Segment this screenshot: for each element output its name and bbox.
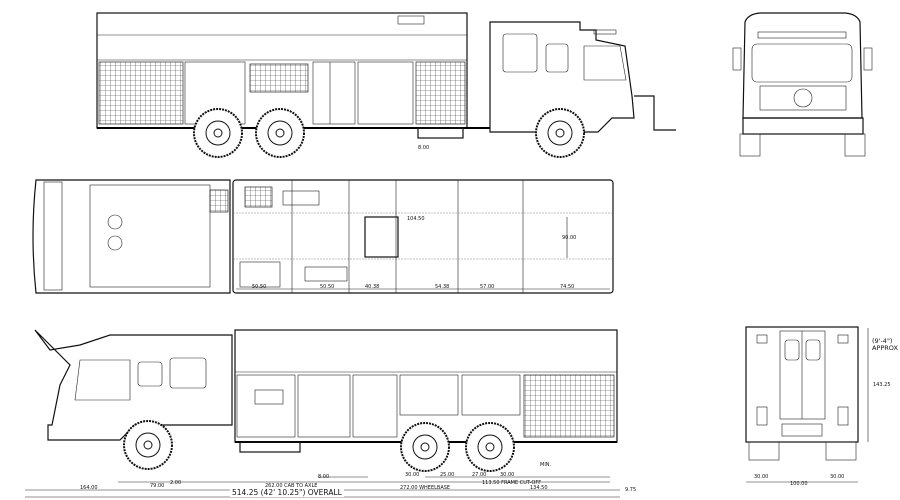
side-view-upper: 8.00 — [96, 12, 676, 158]
compartment-shelving — [415, 61, 466, 125]
wheel — [400, 422, 450, 472]
dim-label: 30.00 — [754, 474, 768, 480]
rear-doors — [779, 330, 826, 420]
dim-label: 2.00 — [170, 480, 181, 486]
dim-label: 30.00 — [500, 472, 514, 478]
rear-height-note: (9'-4") APPROX — [872, 337, 900, 353]
dim-label: 272.00 WHEELBASE — [400, 485, 450, 491]
wheel — [255, 108, 305, 158]
dim-label: 74.50 — [560, 284, 574, 290]
cab-top — [32, 179, 231, 294]
dim-label: 104.50 — [407, 216, 425, 222]
rear-view: 143.25 30.00 30.00 100.00 — [745, 326, 891, 487]
dim-label: 100.00 — [790, 481, 808, 487]
dim-label: 25.00 — [440, 472, 454, 478]
overall-length-label: 514.25 (42' 10.25") OVERALL — [230, 488, 344, 498]
front-outline — [742, 12, 863, 119]
body-top — [232, 179, 614, 294]
dim-label: 262.00 CAB TO AXLE — [265, 483, 317, 489]
top-view: 104.50 90.00 50.50 50.50 40.38 54.38 57.… — [32, 179, 614, 294]
roof-hatch — [364, 216, 399, 258]
dim-label: 79.00 — [150, 483, 164, 489]
dim-label: 164.00 — [80, 485, 98, 491]
wheel — [123, 420, 173, 470]
wheel — [535, 108, 585, 158]
dim-label: 8.00 — [418, 145, 429, 151]
compartment-shelving — [523, 374, 615, 438]
dim-label: 143.25 — [873, 382, 891, 388]
rear-outline — [745, 326, 859, 443]
dim-label: 50.50 — [320, 284, 334, 290]
dim-label: 57.00 — [480, 284, 494, 290]
dim-label: 8.00 — [318, 474, 329, 480]
wheel — [193, 108, 243, 158]
dim-label: 40.38 — [365, 284, 379, 290]
dim-label: 30.00 — [830, 474, 844, 480]
dim-label: 90.00 — [562, 235, 576, 241]
dim-label: 113.50 FRAME CUT-OFF — [482, 480, 541, 486]
compartment-shelving — [249, 63, 309, 93]
dim-label: 27.00 — [472, 472, 486, 478]
dim-label: 30.00 — [405, 472, 419, 478]
cab-outline — [34, 329, 233, 441]
compartment-shelving — [98, 61, 184, 125]
front-view — [732, 12, 873, 157]
dim-label: 9.75 — [625, 487, 636, 493]
dim-label: 54.38 — [435, 284, 449, 290]
dim-label: 50.50 — [252, 284, 266, 290]
side-view-lower: 8.00 2.00 79.00 262.00 CAB TO AXLE 164.0… — [25, 329, 636, 498]
dim-label: MIN. — [540, 462, 552, 468]
wheel — [465, 422, 515, 472]
dim-label: 134.50 — [530, 485, 548, 491]
